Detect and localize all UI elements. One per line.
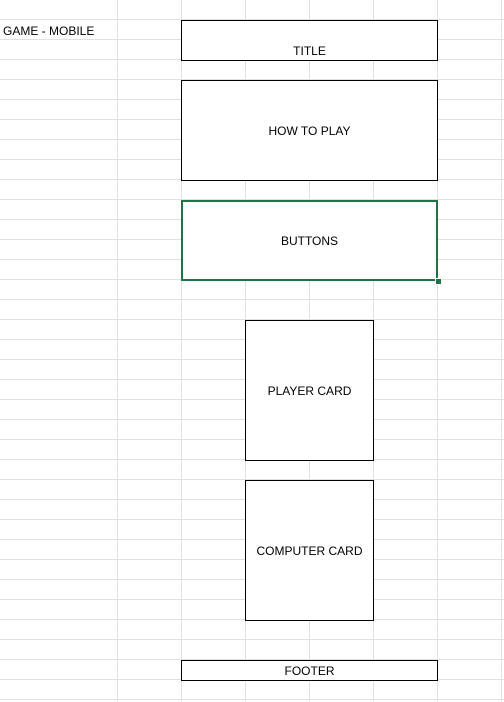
buttons-label: BUTTONS bbox=[280, 233, 339, 248]
how-to-play-label: HOW TO PLAY bbox=[268, 123, 351, 138]
title-label: TITLE bbox=[293, 44, 326, 58]
how-to-play-box[interactable]: HOW TO PLAY bbox=[181, 80, 438, 181]
cell-game-mobile[interactable]: GAME - MOBILE bbox=[3, 24, 95, 38]
title-box[interactable]: TITLE bbox=[181, 20, 438, 61]
player-card-label: PLAYER CARD bbox=[267, 383, 352, 398]
buttons-box-selected[interactable]: BUTTONS bbox=[181, 200, 438, 281]
fill-handle[interactable] bbox=[435, 278, 442, 285]
player-card-box[interactable]: PLAYER CARD bbox=[245, 320, 374, 461]
footer-label: FOOTER bbox=[284, 663, 335, 678]
footer-box[interactable]: FOOTER bbox=[181, 660, 438, 681]
computer-card-box[interactable]: COMPUTER CARD bbox=[245, 480, 374, 621]
computer-card-label: COMPUTER CARD bbox=[256, 543, 363, 558]
